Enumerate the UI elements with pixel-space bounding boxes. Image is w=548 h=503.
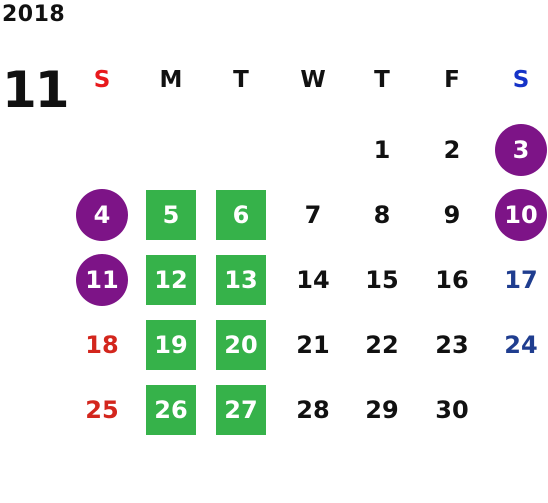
day-cell-28: 28 — [296, 396, 330, 424]
day-cell-29: 29 — [365, 396, 399, 424]
day-cell-11: 11 — [76, 254, 128, 306]
day-cell-9: 9 — [443, 201, 461, 229]
weekday-header-sat: S — [512, 67, 530, 93]
weekday-header-sun: S — [93, 67, 111, 93]
month-number: 11 — [2, 61, 70, 119]
day-cell-27: 27 — [216, 385, 266, 435]
weekday-header-wed: W — [300, 67, 326, 93]
day-cell-10: 10 — [495, 189, 547, 241]
day-cell-13: 13 — [216, 255, 266, 305]
weekday-header-tue: T — [233, 67, 249, 93]
day-cell-1: 1 — [373, 136, 391, 164]
weekday-header-mon: M — [159, 67, 183, 93]
day-cell-14: 14 — [296, 266, 330, 294]
day-cell-24: 24 — [504, 331, 538, 359]
day-cell-18: 18 — [85, 331, 119, 359]
day-cell-16: 16 — [435, 266, 469, 294]
day-cell-5: 5 — [146, 190, 196, 240]
day-cell-4: 4 — [76, 189, 128, 241]
day-cell-20: 20 — [216, 320, 266, 370]
weekday-header-thu: T — [374, 67, 390, 93]
day-cell-22: 22 — [365, 331, 399, 359]
day-cell-6: 6 — [216, 190, 266, 240]
day-cell-7: 7 — [304, 201, 322, 229]
day-cell-17: 17 — [504, 266, 538, 294]
day-cell-3: 3 — [495, 124, 547, 176]
weekday-header-fri: F — [444, 67, 460, 93]
day-cell-26: 26 — [146, 385, 196, 435]
day-cell-21: 21 — [296, 331, 330, 359]
day-cell-23: 23 — [435, 331, 469, 359]
day-cell-12: 12 — [146, 255, 196, 305]
day-cell-15: 15 — [365, 266, 399, 294]
day-cell-19: 19 — [146, 320, 196, 370]
day-cell-25: 25 — [85, 396, 119, 424]
year-label: 2018 — [2, 2, 66, 27]
day-cell-8: 8 — [373, 201, 391, 229]
day-cell-30: 30 — [435, 396, 469, 424]
day-cell-2: 2 — [443, 136, 461, 164]
